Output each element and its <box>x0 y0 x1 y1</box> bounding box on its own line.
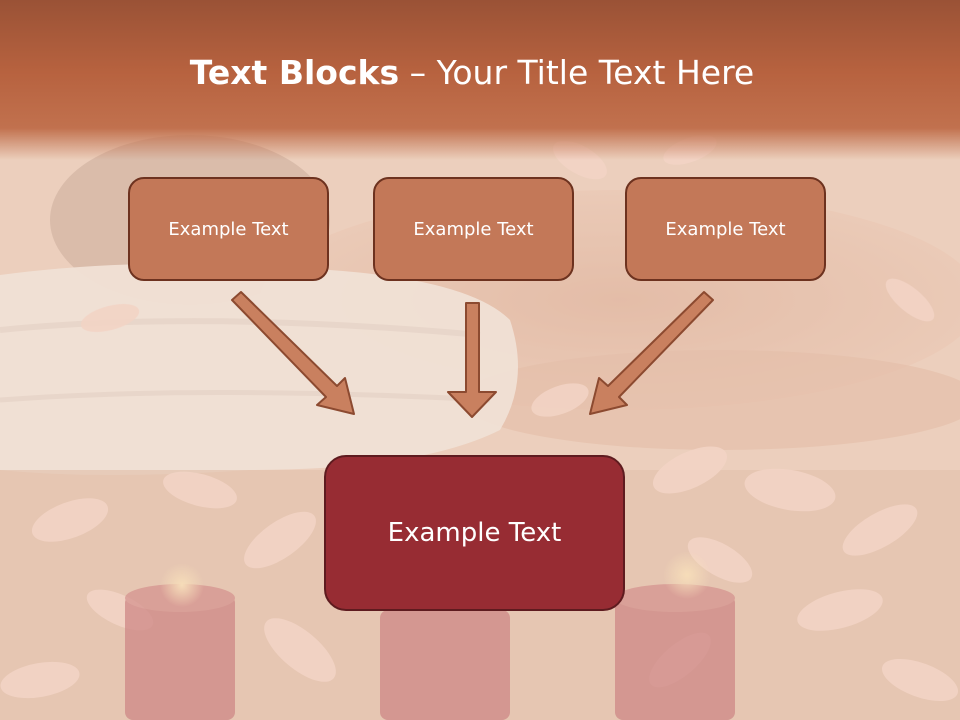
slide-title: Text Blocks – Your Title Text Here <box>0 53 944 92</box>
title-rest-part: – Your Title Text Here <box>399 53 755 92</box>
text-block-center[interactable]: Example Text <box>373 177 574 281</box>
title-bold-part: Text Blocks <box>189 53 400 92</box>
text-block-left-label: Example Text <box>168 218 289 240</box>
text-block-bottom[interactable]: Example Text <box>324 455 625 611</box>
text-block-right[interactable]: Example Text <box>625 177 826 281</box>
text-block-center-label: Example Text <box>413 218 534 240</box>
text-block-right-label: Example Text <box>665 218 786 240</box>
arrow-left-icon[interactable] <box>231 291 355 415</box>
title-bar <box>0 0 960 160</box>
arrow-center-icon[interactable] <box>447 302 497 418</box>
text-block-bottom-label: Example Text <box>387 518 562 548</box>
text-block-left[interactable]: Example Text <box>128 177 329 281</box>
arrow-right-icon[interactable] <box>589 291 714 415</box>
